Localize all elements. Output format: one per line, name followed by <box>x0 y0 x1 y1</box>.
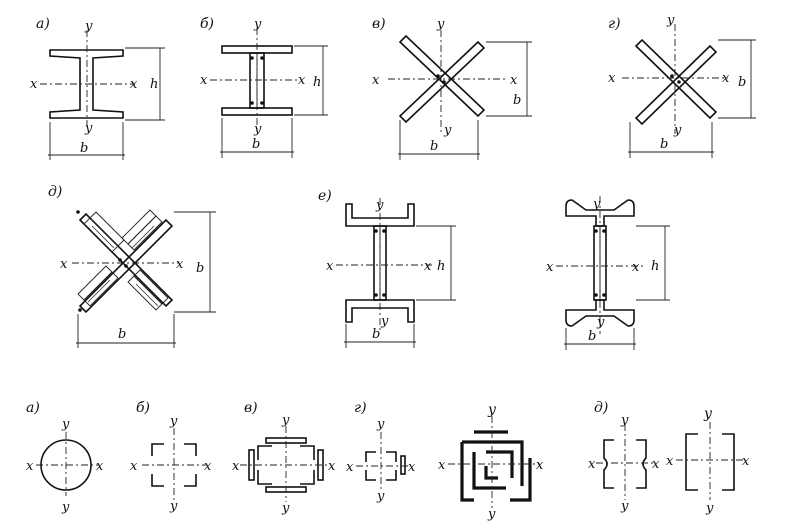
dim-label-b: b <box>252 137 260 152</box>
axis-label-x: x <box>372 73 380 88</box>
axis-label-x: x <box>298 73 306 88</box>
dim-label-h: h <box>437 259 445 274</box>
dim-label-h: h <box>150 77 158 92</box>
axis-label-y: y <box>443 123 452 138</box>
axis-label-x: x <box>328 459 336 474</box>
axis-label-y: y <box>253 122 262 137</box>
axis-label-x: x <box>652 457 660 472</box>
section-e-channel-i: е) x x y y h b <box>318 188 456 348</box>
label-g2: г) <box>354 400 367 416</box>
axis-label-x: x <box>60 257 68 272</box>
axis-label-x: x <box>424 259 432 274</box>
section-b-built-i: б) x x y y h b <box>200 16 328 158</box>
section-b-four-angles: б) x x y y <box>130 400 212 514</box>
axis-label-x: x <box>666 454 674 469</box>
axis-label-y: y <box>169 414 178 429</box>
axis-label-y: y <box>253 17 262 32</box>
axis-label-x: x <box>588 457 596 472</box>
axis-label-x: x <box>130 77 138 92</box>
axis-label-y: y <box>703 406 713 422</box>
axis-label-y: y <box>673 123 682 138</box>
section-g-angle-cross: г) x x y y b b <box>608 13 756 158</box>
dim-label-b: b <box>372 327 380 342</box>
axis-label-x: x <box>438 458 446 473</box>
axis-label-y: y <box>487 507 496 522</box>
axis-label-y: y <box>592 197 601 212</box>
label-d: д) <box>48 184 62 200</box>
label-v: в) <box>372 16 386 32</box>
section-g-small-angles: г) x x y y <box>346 400 416 504</box>
label-e: е) <box>318 188 332 204</box>
axis-label-y: y <box>84 121 93 136</box>
dim-label-h: h <box>313 75 321 90</box>
axis-label-x: x <box>326 259 334 274</box>
axis-label-x: x <box>608 71 616 86</box>
axis-label-y: y <box>620 499 629 514</box>
axis-label-y: y <box>375 198 384 213</box>
dim-label-b: b <box>588 329 596 344</box>
label-v2: в) <box>244 400 258 416</box>
axis-label-x: x <box>200 73 208 88</box>
axis-label-x: x <box>204 459 212 474</box>
axis-label-y: y <box>376 489 385 504</box>
axis-label-x: x <box>130 459 138 474</box>
section-d-channels-box: x x y y <box>666 406 750 516</box>
axis-label-y: y <box>61 417 70 432</box>
section-e-ibeam-web: x x y y h b <box>546 196 670 350</box>
axis-label-x: x <box>742 454 750 469</box>
axis-label-x: x <box>408 460 416 475</box>
axis-label-y: y <box>61 500 70 515</box>
axis-label-x: x <box>346 460 354 475</box>
dim-label-b: b <box>660 137 668 152</box>
axis-label-y: y <box>666 13 675 28</box>
axis-label-x: x <box>632 260 640 275</box>
axis-label-x: x <box>546 260 554 275</box>
dim-label-b: b <box>738 75 746 90</box>
label-b: б) <box>200 16 214 32</box>
label-a: а) <box>36 16 50 32</box>
label-g: г) <box>608 16 621 32</box>
dim-label-b: b <box>430 139 438 154</box>
section-d-battened-cross: д) x x b b <box>48 184 216 348</box>
label-a2: а) <box>26 400 40 416</box>
axis-label-x: x <box>510 73 518 88</box>
axis-label-x: x <box>536 458 544 473</box>
axis-label-y: y <box>281 413 290 428</box>
axis-label-x: x <box>232 459 240 474</box>
dim-label-b: b <box>196 261 204 276</box>
axis-label-x: x <box>30 77 38 92</box>
dim-label-b: b <box>80 141 88 156</box>
label-d2: д) <box>594 400 608 416</box>
axis-label-y: y <box>84 19 93 34</box>
section-g-heavy-box: x x y y <box>438 402 544 522</box>
axis-label-y: y <box>436 17 445 32</box>
axis-label-y: y <box>596 315 605 330</box>
label-b2: б) <box>136 400 150 416</box>
axis-label-y: y <box>380 314 389 329</box>
axis-label-y: y <box>376 417 385 432</box>
section-d-channels-notched: д) x x y y <box>588 400 660 514</box>
dim-label-b: b <box>513 93 521 108</box>
axis-label-x: x <box>96 459 104 474</box>
section-v-angle-cross: в) x x y y b b <box>372 16 532 160</box>
axis-label-y: y <box>169 499 178 514</box>
axis-label-x: x <box>176 257 184 272</box>
axis-label-x: x <box>722 71 730 86</box>
dim-label-b: b <box>118 327 126 342</box>
axis-label-y: y <box>620 413 629 428</box>
dim-label-h: h <box>651 259 659 274</box>
section-a-tube: а) x x y y <box>26 400 104 515</box>
axis-label-y: y <box>705 501 714 516</box>
section-v-angles-plates: в) x x y y <box>232 400 336 516</box>
axis-label-y: y <box>487 402 497 418</box>
axis-label-x: x <box>26 459 34 474</box>
axis-label-y: y <box>281 501 290 516</box>
section-a-i-beam: а) x x y y h b <box>30 16 165 160</box>
